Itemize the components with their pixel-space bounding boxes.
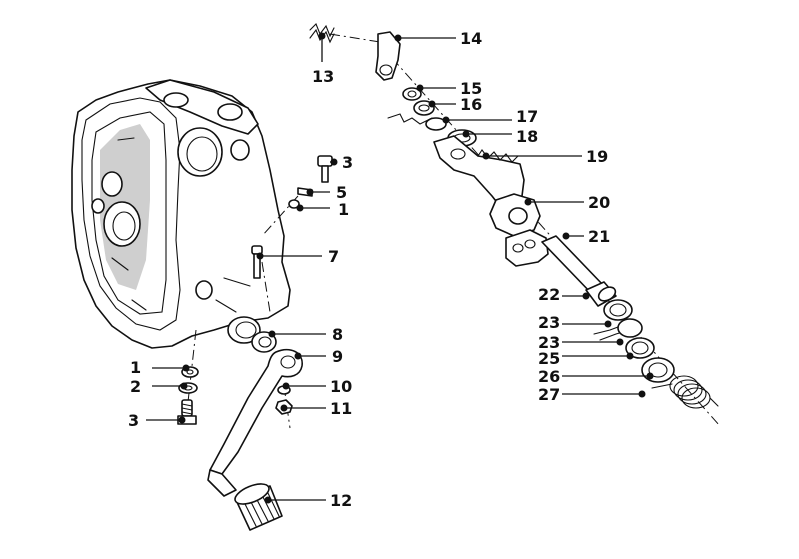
callout-15: 15 <box>460 79 482 98</box>
callout-23-second: 23 <box>538 333 560 352</box>
bolt-3-upper <box>317 155 333 183</box>
callout-14: 14 <box>460 29 482 48</box>
callout-21: 21 <box>588 227 610 246</box>
callout-17: 17 <box>516 107 538 126</box>
callout-11: 11 <box>330 399 352 418</box>
callout-12: 12 <box>330 491 352 510</box>
callout-16: 16 <box>460 95 482 114</box>
crankcase-cover <box>71 79 291 349</box>
callout-18: 18 <box>516 127 538 146</box>
callout-8: 8 <box>332 325 343 344</box>
bushing-22 <box>585 281 617 307</box>
callouts: 14 13 15 16 17 18 19 3 5 1 <box>128 29 654 510</box>
pawl-14 <box>375 31 401 81</box>
spring-17 <box>387 113 451 131</box>
gear-20 <box>489 193 541 237</box>
washer-15 <box>402 87 422 101</box>
bolt-3-lower <box>177 399 197 425</box>
callout-26: 26 <box>538 367 560 386</box>
callout-27: 27 <box>538 385 560 404</box>
callout-23-first: 23 <box>538 313 560 332</box>
spring-27 <box>651 375 719 409</box>
kickstart-lever-9 <box>207 348 303 497</box>
callout-1-upper: 1 <box>338 200 349 219</box>
callout-13: 13 <box>312 67 334 86</box>
callout-3-upper: 3 <box>342 153 353 172</box>
washer-23a <box>603 299 633 321</box>
callout-19: 19 <box>586 147 608 166</box>
callout-3-lower: 3 <box>128 411 139 430</box>
callout-1-lower: 1 <box>130 358 141 377</box>
bolt-7 <box>251 245 263 279</box>
callout-25: 25 <box>538 349 560 368</box>
pedal-rubber-12 <box>234 483 283 531</box>
callout-22: 22 <box>538 285 560 304</box>
clip-23b <box>593 318 643 341</box>
washer-1-upper <box>288 199 300 209</box>
callout-5: 5 <box>336 183 347 202</box>
callout-10: 10 <box>330 377 352 396</box>
washer-26 <box>641 357 675 383</box>
shaft-21 <box>505 229 605 295</box>
callout-9: 9 <box>332 347 343 366</box>
washer-25 <box>625 337 655 359</box>
callout-7: 7 <box>328 247 339 266</box>
callout-20: 20 <box>588 193 610 212</box>
callout-2: 2 <box>130 377 141 396</box>
seal-8 <box>251 331 277 353</box>
